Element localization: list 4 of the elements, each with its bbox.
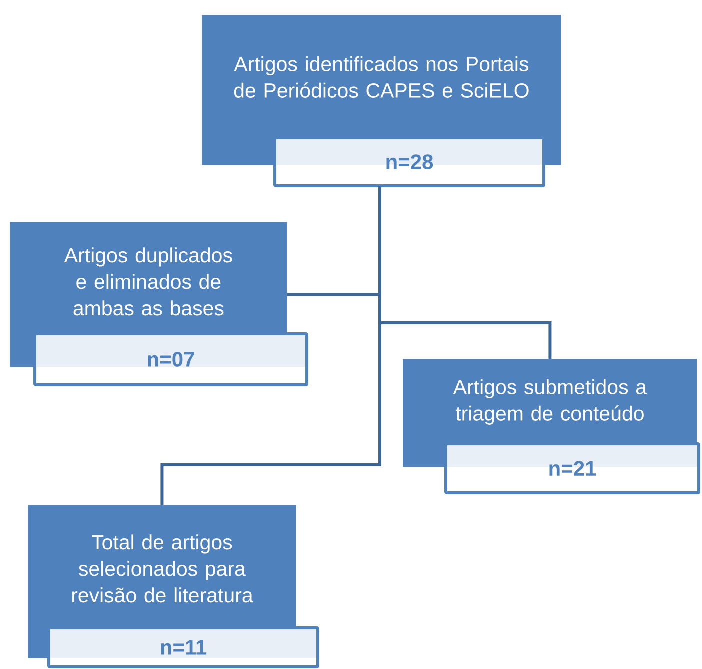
count-box: n=07: [34, 332, 308, 386]
count-box: n=21: [444, 442, 700, 494]
count-box: n=28: [274, 136, 546, 188]
count-box: n=11: [48, 626, 320, 668]
